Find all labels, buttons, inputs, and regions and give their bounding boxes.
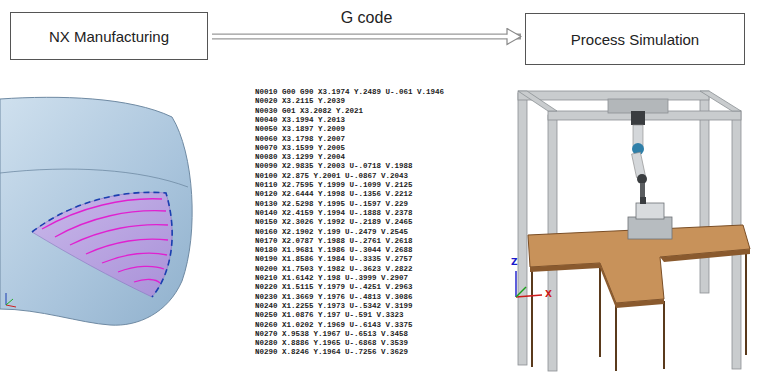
gcode-line: N0020 X3.2115 Y.2039 <box>255 97 345 106</box>
machine-unit <box>628 197 672 239</box>
gcode-line: N0170 X2.0787 Y.1988 U-.2761 V.2618 <box>255 237 413 246</box>
gcode-line: N0270 X.9538 Y.1967 U-.6513 V.3458 <box>255 330 408 339</box>
gcode-line: N0070 X3.1599 Y.2005 <box>255 144 345 153</box>
gcode-line: N0110 X2.7595 Y.1999 U-.1099 V.2125 <box>255 181 413 190</box>
robot-arm <box>631 111 647 203</box>
gcode-line: N0080 X3.1299 Y.2004 <box>255 153 345 162</box>
gcode-line: N0130 X2.5298 Y.1995 U-.1597 V.229 <box>255 200 408 209</box>
box-label: NX Manufacturing <box>49 28 169 45</box>
part-body <box>0 97 192 325</box>
cad-part-illustration <box>0 95 200 330</box>
gcode-line: N0220 X1.5115 Y.1979 U-.4251 V.2963 <box>255 283 413 292</box>
gcode-line: N0060 X3.1798 Y.2007 <box>255 135 345 144</box>
gcode-line: N0120 X2.6444 Y.1998 U-.1356 V.2212 <box>255 190 413 199</box>
world-axes <box>516 271 542 297</box>
gcode-line: N0290 X.8246 Y.1964 U-.7256 V.3629 <box>255 348 408 357</box>
box-label: Process Simulation <box>571 31 699 48</box>
gcode-line: N0090 X2.9835 Y.2003 U-.0718 V.1988 <box>255 162 413 171</box>
gcode-line: N0050 X3.1897 Y.2009 <box>255 125 345 134</box>
machined-region <box>32 192 172 297</box>
region-boundary <box>32 192 172 297</box>
gcode-line: N0180 X1.9681 Y.1986 U-.3044 V.2688 <box>255 246 413 255</box>
flow-arrow <box>212 36 521 37</box>
edge-label: G code <box>338 9 396 27</box>
gcode-line: N0010 G00 G90 X3.1974 Y.2489 U-.061 V.19… <box>255 88 444 97</box>
process-box: Process Simulation <box>525 13 745 65</box>
gcode-line: N0150 X2.3026 Y.1992 U-.2189 V.2465 <box>255 218 413 227</box>
axis-label: X <box>545 289 552 299</box>
gcode-line: N0040 X3.1994 Y.2013 <box>255 116 345 125</box>
gcode-line: N0240 X1.2255 Y.1973 U-.5342 V.3199 <box>255 302 413 311</box>
process-box: NX Manufacturing <box>10 12 208 60</box>
table <box>528 225 750 371</box>
gcode-line: N0160 X2.1902 Y.199 U-.2479 V.2545 <box>255 228 408 237</box>
gcode-line: N0190 X1.8586 Y.1984 U-.3335 V.2757 <box>255 255 413 264</box>
tool-paths <box>42 199 168 283</box>
gcode-line: N0260 X1.0202 Y.1969 U-.6143 V.3375 <box>255 321 413 330</box>
gcode-line: N0280 X.8886 Y.1965 U-.6868 V.3539 <box>255 339 408 348</box>
robot-cell-illustration <box>488 85 755 377</box>
gcode-line: N0140 X2.4159 Y.1994 U-.1888 V.2378 <box>255 209 413 218</box>
gcode-line: N0200 X1.7503 Y.1982 U-.3623 V.2822 <box>255 265 413 274</box>
arrow-shaft-inner <box>212 35 509 39</box>
axis-label: Z <box>511 257 518 267</box>
surface-edge <box>0 169 188 187</box>
arrow-shaft <box>212 34 521 40</box>
gcode-line: N0250 X1.0876 Y.197 U-.591 V.3323 <box>255 311 404 320</box>
axis-triad <box>6 293 16 307</box>
gcode-line: N0230 X1.3669 Y.1976 U-.4813 V.3086 <box>255 293 413 302</box>
gcode-line: N0100 X2.875 Y.2001 U-.0867 V.2043 <box>255 172 408 181</box>
gcode-line: N0030 G01 X3.2082 Y.2021 <box>255 107 363 116</box>
gcode-line: N0210 X1.6142 Y.198 U-.3999 V.2907 <box>255 274 408 283</box>
